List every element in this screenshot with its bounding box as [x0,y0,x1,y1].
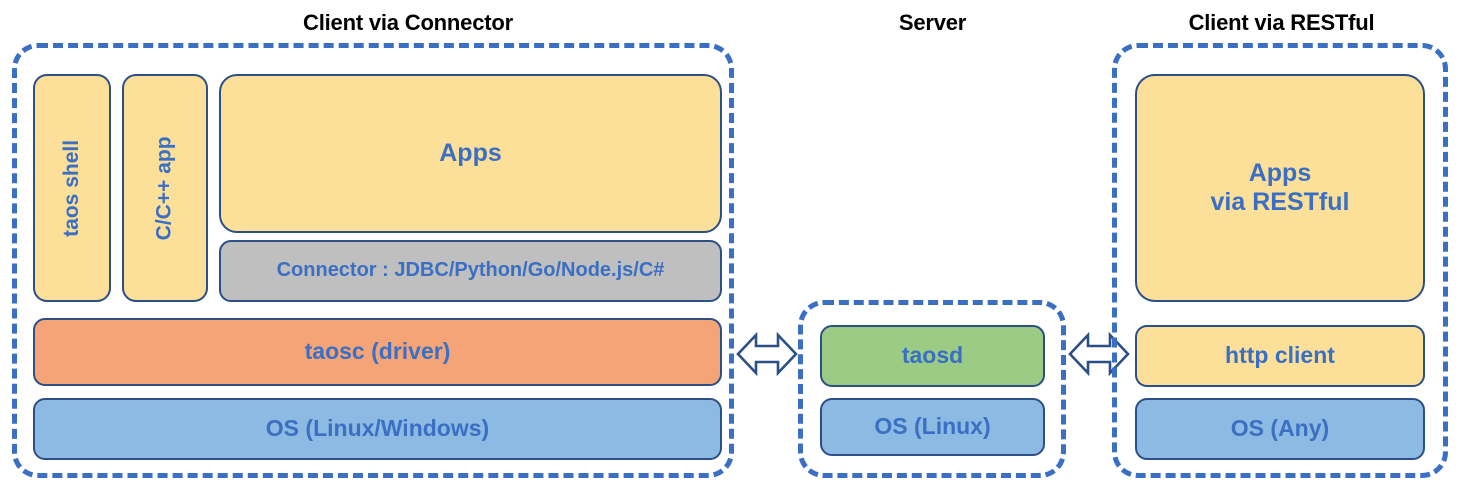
box-connector-list[interactable]: Connector : JDBC/Python/Go/Node.js/C# [219,240,722,302]
group-client-via-restful [1112,43,1448,478]
box-taosc-driver[interactable]: taosc (driver) [33,318,722,386]
box-taos-shell-label: taos shell [59,139,83,237]
section-title-client-restful: Client via RESTful [1188,10,1375,35]
box-os-linux-label: OS (Linux) [874,413,991,440]
box-taosd-label: taosd [901,342,964,369]
box-c-cpp-app-label: C/C++ app [152,136,176,240]
box-taos-shell[interactable]: taos shell [33,74,111,302]
box-apps-connector-label: Apps [439,138,502,167]
double-arrow-client-to-server [736,325,798,383]
group-client-via-connector [12,43,734,478]
box-os-any[interactable]: OS (Any) [1135,398,1425,460]
box-http-client-label: http client [1225,342,1335,369]
box-apps-via-restful[interactable]: Apps via RESTful [1135,74,1425,302]
box-connector-list-label: Connector : JDBC/Python/Go/Node.js/C# [276,259,665,282]
box-c-cpp-app[interactable]: C/C++ app [122,74,208,302]
section-title-client-connector: Client via Connector [303,10,513,35]
section-title-server: Server [898,10,967,35]
box-os-linux-windows[interactable]: OS (Linux/Windows) [33,398,722,460]
box-taosc-driver-label: taosc (driver) [304,338,451,365]
box-os-any-label: OS (Any) [1230,415,1330,442]
box-taosd[interactable]: taosd [820,325,1045,387]
group-server [798,300,1066,478]
box-apps-connector[interactable]: Apps [219,74,722,233]
box-http-client[interactable]: http client [1135,325,1425,387]
box-apps-via-restful-label: Apps via RESTful [1210,158,1350,217]
box-os-linux-windows-label: OS (Linux/Windows) [265,415,490,442]
box-os-linux[interactable]: OS (Linux) [820,398,1045,456]
